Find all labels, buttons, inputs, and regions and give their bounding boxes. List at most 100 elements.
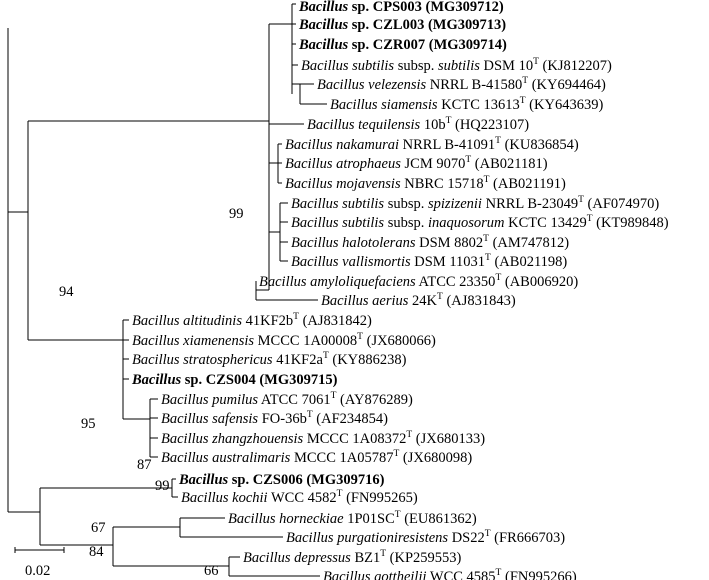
type-strain-mark: T	[496, 568, 502, 578]
taxon-label: Bacillus purgationiresistens DS22T (FR66…	[286, 529, 565, 546]
subspecies-epithet: inaquosorum	[428, 215, 505, 231]
species-epithet: sp.	[181, 372, 202, 388]
taxon-label: Bacillus sp. CZS006 (MG309716)	[178, 472, 385, 488]
genus-name: Bacillus	[161, 411, 209, 427]
taxon-label: Bacillus kochii WCC 4582T (FN995265)	[181, 489, 418, 506]
taxon-label: Bacillus stratosphericus 41KF2aT (KY8862…	[132, 351, 407, 368]
genus-name: Bacillus	[298, 37, 349, 53]
type-strain-mark: T	[331, 391, 337, 401]
type-strain-mark: T	[395, 510, 401, 520]
strain-id: KCTC 13613	[438, 97, 520, 113]
taxon-label: Bacillus safensis FO-36bT (AF234854)	[161, 410, 388, 427]
species-epithet: stratosphericus	[180, 352, 273, 368]
type-strain-mark: T	[587, 214, 593, 224]
genus-name: Bacillus	[285, 156, 333, 172]
type-strain-mark: T	[337, 489, 343, 499]
strain-id: NRRL B-41091	[399, 137, 495, 153]
species-epithet: altitudinis	[180, 313, 243, 329]
type-strain-mark: T	[357, 332, 363, 342]
strain-id: MCCC 1A08372	[303, 431, 406, 447]
genus-name: Bacillus	[285, 137, 333, 153]
accession-number: (FN995266)	[501, 569, 576, 580]
taxon-label: Bacillus sp. CZL003 (MG309713)	[298, 17, 506, 33]
genus-name: Bacillus	[161, 450, 209, 466]
strain-id: CZS006	[249, 472, 303, 488]
species-epithet: australimaris	[209, 450, 291, 466]
type-strain-mark: T	[446, 116, 452, 126]
genus-name: Bacillus	[291, 215, 339, 231]
taxon-label: Bacillus xiamenensis MCCC 1A00008T (JX68…	[132, 332, 436, 349]
genus-name: Bacillus	[178, 472, 229, 488]
species-epithet: atrophaeus	[333, 156, 402, 172]
accession-number: (FN995265)	[342, 490, 417, 506]
genus-name: Bacillus	[243, 550, 291, 566]
accession-number: (EU861362)	[401, 511, 477, 527]
taxon-label: Bacillus subtilis subsp. inaquosorum KCT…	[291, 214, 669, 231]
species-epithet: gottheilii	[371, 569, 427, 580]
genus-name: Bacillus	[161, 431, 209, 447]
strain-id: CZR007	[369, 37, 425, 53]
bootstrap-value: 66	[204, 563, 219, 579]
genus-name: Bacillus	[161, 392, 209, 408]
accession-number: (AB021181)	[471, 156, 548, 172]
subspecies-epithet: spizizenii	[428, 196, 482, 212]
bootstrap-value: 87	[137, 457, 152, 473]
accession-number: (AM747812)	[489, 235, 569, 251]
strain-id: WCC 4582	[268, 490, 337, 506]
strain-id: NBRC 15718	[401, 176, 484, 192]
species-epithet: tequilensis	[355, 117, 421, 133]
genus-name: Bacillus	[330, 97, 378, 113]
scale-bar-line	[14, 547, 65, 553]
taxon-label: Bacillus horneckiae 1P01SCT (EU861362)	[228, 510, 477, 527]
taxon-label: Bacillus pumilus ATCC 7061T (AY876289)	[161, 391, 413, 408]
genus-name: Bacillus	[307, 117, 355, 133]
accession-number: (AJ831842)	[299, 313, 372, 329]
strain-id: 41KF2b	[242, 313, 293, 329]
type-strain-mark: T	[520, 96, 526, 106]
strain-id: MCCC 1A05787	[290, 450, 393, 466]
strain-id: FO-36b	[258, 411, 307, 427]
genus-name: Bacillus	[181, 490, 229, 506]
taxon-label: Bacillus amyloliquefaciens ATCC 23350T (…	[259, 273, 578, 290]
genus-name: Bacillus	[132, 333, 180, 349]
accession-number: (MG309714)	[425, 37, 507, 53]
strain-id: CPS003	[369, 0, 422, 15]
strain-id: DSM 11031	[411, 254, 485, 270]
genus-name: Bacillus	[259, 274, 307, 290]
taxon-label: Bacillus australimaris MCCC 1A05787T (JX…	[161, 449, 472, 466]
species-epithet: sp.	[348, 17, 369, 33]
species-epithet: amyloliquefaciens	[307, 274, 416, 290]
species-epithet: sp.	[348, 0, 369, 15]
taxon-label: Bacillus sp. CZR007 (MG309714)	[298, 37, 507, 53]
accession-number: (AF234854)	[313, 411, 388, 427]
subspecies-epithet: subtilis	[438, 58, 480, 74]
species-epithet: mojavensis	[333, 176, 401, 192]
species-epithet: depressus	[291, 550, 352, 566]
bootstrap-value: 94	[59, 284, 74, 300]
strain-id: NRRL B-41580	[426, 77, 522, 93]
species-epithet: halotolerans	[339, 235, 416, 251]
species-epithet: vallismortis	[339, 254, 411, 270]
bootstrap-value: 95	[81, 416, 96, 432]
taxon-label: Bacillus velezensis NRRL B-41580T (KY694…	[317, 76, 606, 93]
strain-id: 1P01SC	[344, 511, 395, 527]
genus-name: Bacillus	[131, 372, 182, 388]
type-strain-mark: T	[465, 155, 471, 165]
accession-number: (AB021191)	[489, 176, 566, 192]
scale-bar-label: 0.02	[25, 563, 50, 579]
taxon-label: Bacillus zhangzhouensis MCCC 1A08372T (J…	[161, 430, 485, 447]
accession-number: (MG309715)	[256, 372, 338, 388]
strain-id: NRRL B-23049	[482, 196, 578, 212]
strain-id: KCTC 13429	[505, 215, 587, 231]
type-strain-mark: T	[485, 253, 491, 263]
species-epithet: nakamurai	[333, 137, 399, 153]
taxon-label: Bacillus tequilensis 10bT (HQ223107)	[307, 116, 529, 133]
accession-number: (KT989848)	[593, 215, 669, 231]
strain-id: 24K	[408, 293, 437, 309]
accession-number: (MG309716)	[303, 472, 385, 488]
genus-name: Bacillus	[291, 254, 339, 270]
accession-number: (JX680098)	[399, 450, 472, 466]
type-strain-mark: T	[495, 136, 501, 146]
strain-id: DSM 8802	[415, 235, 483, 251]
